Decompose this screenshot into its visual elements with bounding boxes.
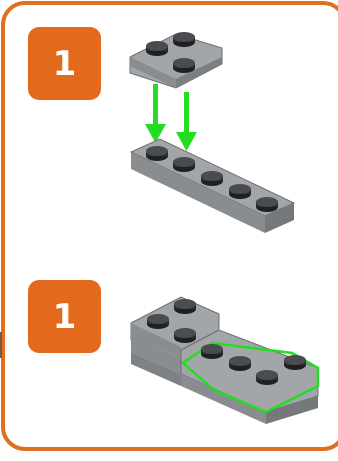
step-number-badge: 1 bbox=[28, 280, 101, 353]
placement-arrow-icon bbox=[176, 92, 197, 151]
step-number-badge: 1 bbox=[28, 27, 101, 100]
new-part-highlight bbox=[180, 341, 320, 414]
assembled-model-icon bbox=[130, 296, 320, 424]
step-number: 1 bbox=[52, 296, 77, 337]
step-number: 1 bbox=[52, 43, 77, 84]
panel-edge-mark bbox=[0, 332, 2, 358]
placement-arrow-icon bbox=[145, 84, 166, 143]
corner-plate-icon bbox=[129, 32, 223, 89]
long-plate-icon bbox=[129, 138, 296, 233]
